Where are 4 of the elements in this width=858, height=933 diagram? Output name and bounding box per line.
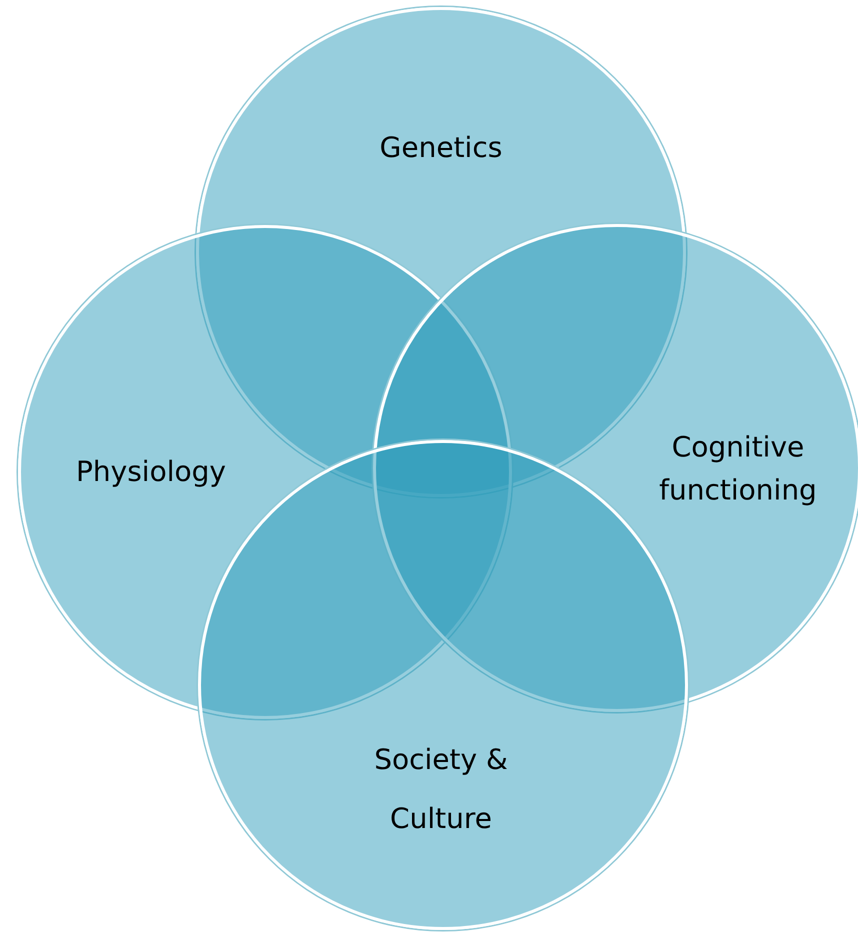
circle-label: Genetics xyxy=(378,131,504,165)
circle-label: Society & Culture xyxy=(373,742,509,837)
circle-label: Cognitive functioning xyxy=(658,430,818,509)
circle-label: Physiology xyxy=(75,455,227,489)
